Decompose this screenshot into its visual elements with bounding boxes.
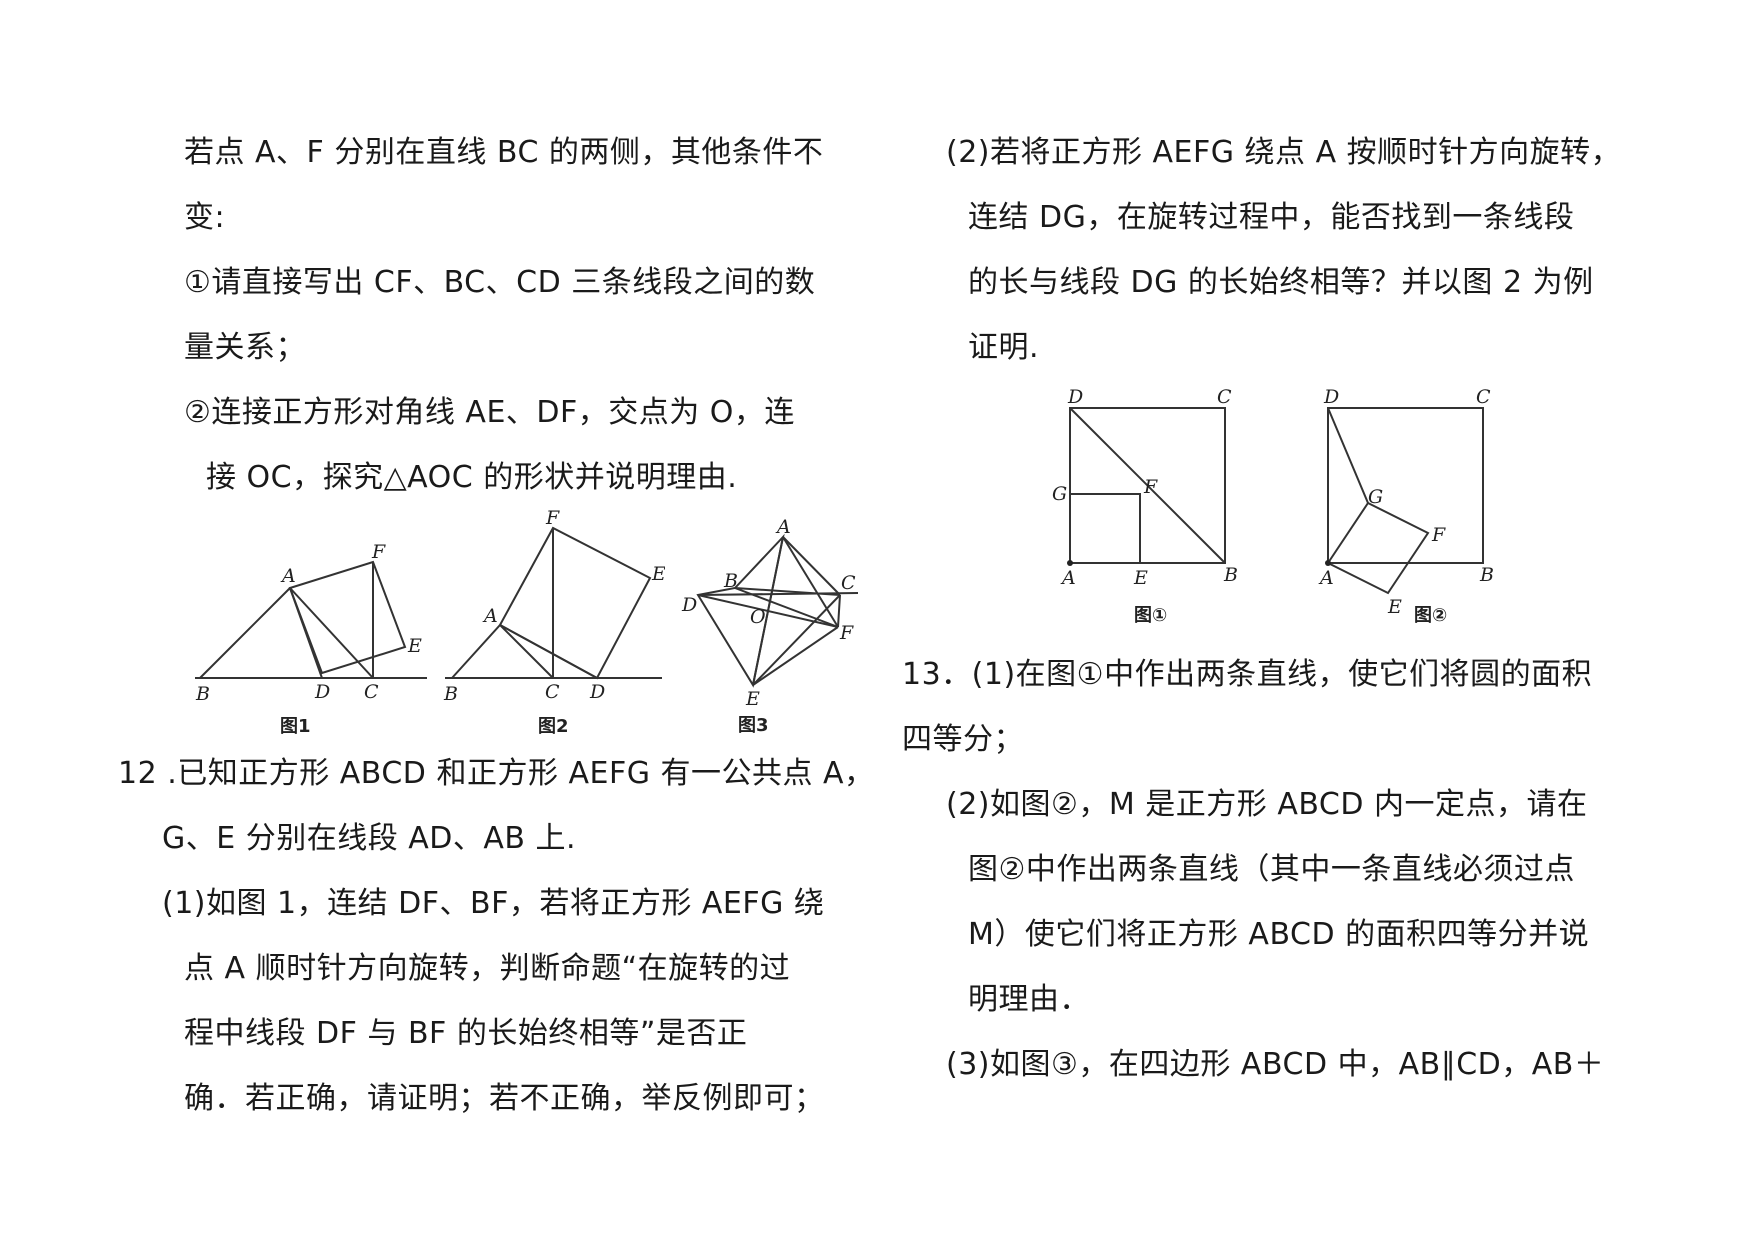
- text-line: 明理由．: [968, 982, 1090, 1017]
- text-line: ①请直接写出 CF、BC、CD 三条线段之间的数: [184, 265, 816, 300]
- label-O: O: [750, 606, 766, 628]
- text-line: 连结 DG，在旋转过程中，能否找到一条线段: [968, 200, 1575, 235]
- label-F: F: [839, 622, 854, 644]
- figure-circle-two: D C G F A E B 图②: [1318, 386, 1494, 626]
- text-line: 点 A 顺时针方向旋转，判断命题“在旋转的过: [184, 951, 791, 986]
- label-C: C: [545, 681, 560, 703]
- text-line: 四等分；: [902, 722, 1024, 757]
- label-E: E: [651, 563, 665, 585]
- text-line: (2)若将正方形 AEFG 绕点 A 按顺时针方向旋转，: [946, 135, 1622, 170]
- label-C: C: [364, 681, 379, 703]
- label-E: E: [407, 635, 422, 657]
- label-D: D: [314, 681, 330, 703]
- text-line: 证明.: [968, 330, 1040, 365]
- text-line: G、E 分别在线段 AD、AB 上.: [162, 821, 577, 856]
- text-line: 变:: [184, 200, 226, 235]
- label-C: C: [841, 572, 856, 594]
- label-B: B: [1479, 564, 1494, 586]
- label-E: E: [1387, 596, 1402, 618]
- label-C: C: [1217, 386, 1232, 408]
- figure-1: A B C D E F 图1: [195, 541, 427, 737]
- label-C: C: [1476, 386, 1491, 408]
- label-D: D: [589, 681, 605, 703]
- figure-1-caption: 图1: [280, 716, 311, 737]
- figure-3: A B C D E F O 图3: [681, 516, 859, 736]
- text-line: 接 OC，探究△AOC 的形状并说明理由.: [206, 460, 738, 495]
- label-A: A: [1318, 567, 1334, 589]
- label-E: E: [745, 688, 760, 710]
- problem-13-heading: 13．(1)在图①中作出两条直线，使它们将圆的面积: [902, 657, 1593, 692]
- text-line: M）使它们将正方形 ABCD 的面积四等分并说: [968, 917, 1590, 952]
- problem-12-heading: 12 .已知正方形 ABCD 和正方形 AEFG 有一公共点 A，: [118, 756, 875, 791]
- label-E: E: [1133, 567, 1148, 589]
- figure-3-caption: 图3: [738, 715, 769, 736]
- label-A: A: [775, 516, 791, 538]
- text-line: (3)如图③，在四边形 ABCD 中，AB∥CD，AB＋: [946, 1047, 1605, 1082]
- text-line: 确．若正确，请证明；若不正确，举反例即可；: [184, 1081, 825, 1116]
- figure-circle-one: D C G F A E B 图①: [1052, 386, 1238, 626]
- figure-2-caption: 图2: [538, 716, 569, 737]
- label-A: A: [280, 565, 296, 587]
- label-D: D: [1067, 386, 1083, 408]
- text-line: 若点 A、F 分别在直线 BC 的两侧，其他条件不: [184, 135, 824, 170]
- figure-circle-two-caption: 图②: [1414, 605, 1447, 626]
- text-line: (1)如图 1，连结 DF、BF，若将正方形 AEFG 绕: [162, 886, 825, 921]
- figure-circle-one-caption: 图①: [1134, 605, 1167, 626]
- figure-2: A B C D E F 图2: [443, 510, 665, 737]
- label-B: B: [195, 683, 210, 705]
- text-line: (2)如图②，M 是正方形 ABCD 内一定点，请在: [946, 787, 1588, 822]
- label-A: A: [482, 605, 498, 627]
- label-G: G: [1052, 483, 1067, 505]
- text-line: 量关系；: [184, 330, 306, 365]
- label-B: B: [1223, 564, 1238, 586]
- label-F: F: [1431, 524, 1446, 546]
- label-G: G: [1368, 486, 1383, 508]
- label-B: B: [443, 683, 458, 705]
- label-F: F: [371, 541, 386, 563]
- text-line: 的长与线段 DG 的长始终相等？并以图 2 为例: [968, 265, 1594, 300]
- label-D: D: [1323, 386, 1339, 408]
- text-line: ②连接正方形对角线 AE、DF，交点为 O，连: [184, 395, 795, 430]
- label-A: A: [1060, 567, 1076, 589]
- label-B: B: [723, 570, 738, 592]
- label-D: D: [681, 594, 697, 616]
- label-F: F: [1143, 476, 1158, 498]
- text-line: 图②中作出两条直线（其中一条直线必须过点: [968, 852, 1575, 887]
- label-F: F: [545, 510, 560, 529]
- text-line: 程中线段 DF 与 BF 的长始终相等”是否正: [184, 1016, 748, 1051]
